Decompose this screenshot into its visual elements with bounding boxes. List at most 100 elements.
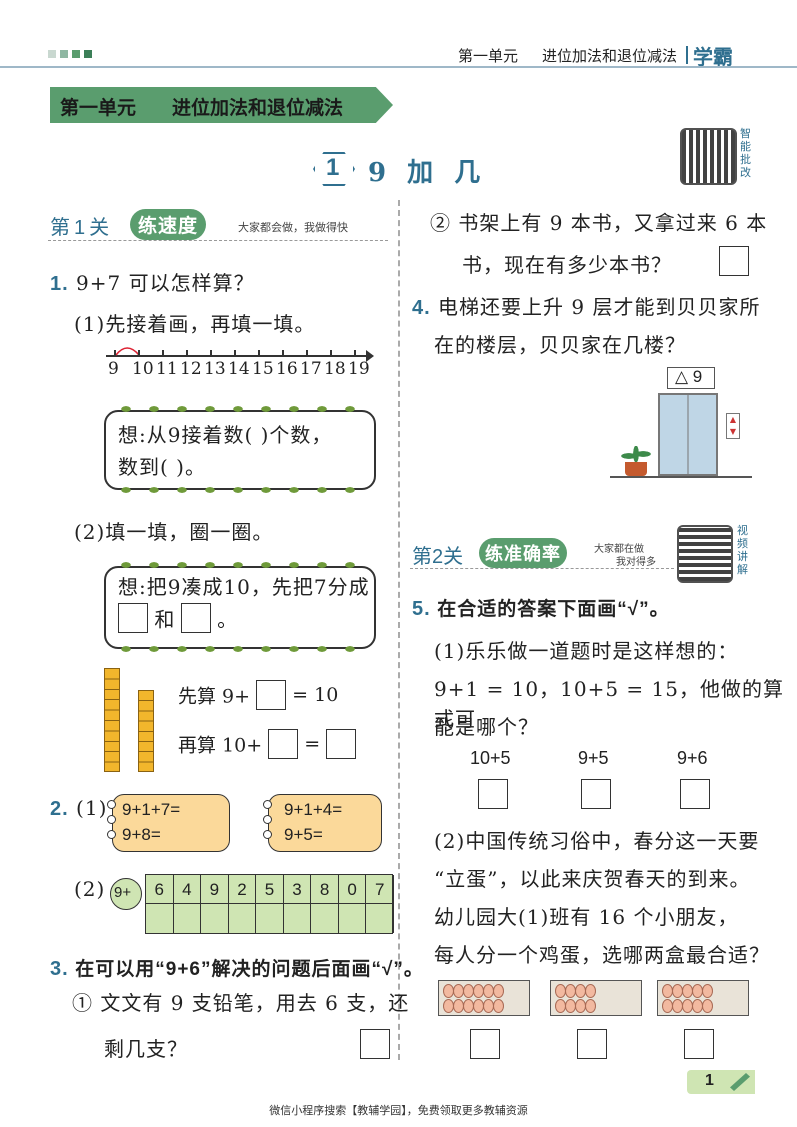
egg-carton-3 (657, 980, 749, 1016)
level1-slogan: 大家都会做，我做得快 (238, 222, 348, 234)
plant-leaves (618, 446, 654, 466)
elevator-floor-display (667, 367, 715, 389)
table-answer-cell[interactable] (256, 904, 284, 933)
qr-code-grading[interactable] (680, 128, 737, 185)
vine-top-1 (112, 402, 368, 416)
answer-box-q3-2[interactable] (719, 246, 749, 276)
table-answer-cell[interactable] (229, 904, 257, 933)
tick-mark (210, 350, 212, 356)
header-divider (686, 46, 688, 64)
q4: 4. 电梯还要上升 9 层才能到贝贝家所 (412, 295, 761, 319)
answer-box-opt1[interactable] (478, 779, 508, 809)
table-cell: 7 (366, 875, 394, 904)
q4-line2: 在的楼层，贝贝家在几楼？ (434, 333, 686, 357)
elevator-display-text: △ 9 (675, 367, 703, 386)
level1-badge: 练速度 (130, 209, 207, 240)
tick-mark (306, 350, 308, 356)
answer-box-opt3[interactable] (680, 779, 710, 809)
tick-label: 16 (276, 359, 298, 379)
table-answer-cell[interactable] (339, 904, 367, 933)
tick-label: 9 (108, 359, 119, 379)
table-head: 9+ (114, 884, 132, 901)
answer-box-carton3[interactable] (684, 1029, 714, 1059)
q1-part2: (2)填一填，圈一圈。 (74, 520, 274, 544)
q1-part1: (1)先接着画，再填一填。 (74, 312, 316, 336)
tick-mark (258, 350, 260, 356)
page-number: 1 (705, 1072, 714, 1089)
ten-rod-left (104, 668, 120, 772)
tick-label: 14 (228, 359, 250, 379)
think-text-2a: 想:把9凑成10，先把7分成 (118, 575, 370, 599)
table-cell: 4 (173, 875, 202, 904)
q5-p2c: 幼儿园大(1)班有 16 个小朋友， (434, 905, 739, 929)
egg-carton-2 (550, 980, 642, 1016)
table-cell: 2 (228, 875, 257, 904)
vine-top-2 (112, 558, 368, 572)
table-cell: 6 (146, 875, 174, 904)
answer-box-calc1[interactable] (256, 680, 287, 710)
q3-s1a: ① 文文有 9 支铅笔，用去 6 支，还 (72, 991, 410, 1015)
q5-p2b: “立蛋”，以此来庆贺春天的到来。 (434, 867, 751, 891)
ten-rod-right (138, 690, 154, 772)
tick-mark (282, 350, 284, 356)
think-text-1b: 数到( )。 (118, 455, 206, 479)
vine-bottom-2 (112, 642, 368, 656)
vine-bottom-1 (112, 483, 368, 497)
q3-s1b: 剩几支？ (104, 1037, 188, 1061)
table-answer-cell[interactable] (366, 904, 394, 933)
answer-box-split-a[interactable] (118, 603, 148, 633)
header-unit: 第一单元 (458, 48, 519, 65)
q5-p2a: (2)中国传统习俗中，春分这一天要 (434, 829, 760, 853)
egg-carton-1 (438, 980, 530, 1016)
unit-banner (50, 87, 393, 123)
answer-box-split-b[interactable] (180, 603, 211, 633)
table-answer-cell[interactable] (311, 904, 339, 933)
level2-title: 第2关 (412, 546, 464, 568)
answer-box-opt2[interactable] (581, 779, 611, 809)
number-line-arrow (366, 350, 374, 362)
tick-mark (186, 350, 188, 356)
card-a-line2: 9+8= (122, 825, 161, 844)
qr2-side-label: 视频讲解 (737, 525, 748, 576)
tick-label: 12 (180, 359, 202, 379)
answer-box-carton2[interactable] (577, 1029, 607, 1059)
lesson-title: 9 加 几 (368, 158, 487, 188)
header-topic: 进位加法和退位减法 (542, 48, 678, 65)
level2-rule (410, 568, 674, 569)
q5-p2d: 每人分一个鸡蛋，选哪两盒最合适？ (434, 943, 770, 967)
floor-line (610, 476, 752, 478)
qr-code-video[interactable] (677, 525, 733, 583)
header-rule (0, 66, 797, 68)
header-squares (48, 50, 94, 58)
table-answer-cell[interactable] (201, 904, 229, 933)
table-answer-cell[interactable] (284, 904, 312, 933)
number-line (106, 355, 371, 357)
column-divider (398, 200, 400, 1060)
q1: 1. 9+7 可以怎样算？ (50, 271, 255, 295)
level2-number: 2 (432, 546, 444, 568)
tick-mark (162, 350, 164, 356)
q5-p1b: 9+1 = 10，10+5 = 15，他做的算式可 (434, 677, 784, 731)
lesson-number: 1 (326, 154, 340, 181)
think-text-1a: 想:从9接着数( )个数， (118, 423, 333, 447)
answer-box-q3-1[interactable] (360, 1029, 390, 1059)
elevator-call-button: ▲▼ (726, 413, 740, 439)
q5-p1a: (1)乐乐做一道题时是这样想的： (434, 639, 739, 663)
tick-mark (354, 350, 356, 356)
answer-box-calc2b[interactable] (326, 729, 357, 759)
banner-label: 第一单元 (60, 98, 137, 119)
answer-box-calc2a[interactable] (268, 729, 299, 759)
tick-mark (138, 350, 140, 356)
qr-side-label: 智能批改 (740, 128, 751, 179)
calc-row-2: 再算 10+ = (178, 729, 357, 759)
table-answer-cell[interactable] (174, 904, 202, 933)
table-cell: 0 (338, 875, 367, 904)
table-cell: 8 (311, 875, 339, 904)
answer-box-carton1[interactable] (470, 1029, 500, 1059)
table-answer-cell[interactable] (146, 904, 174, 933)
level2-slogan2: 我对得多 (616, 557, 656, 568)
level2-slogan1: 大家都在做 (594, 544, 644, 555)
elevator (658, 393, 718, 476)
